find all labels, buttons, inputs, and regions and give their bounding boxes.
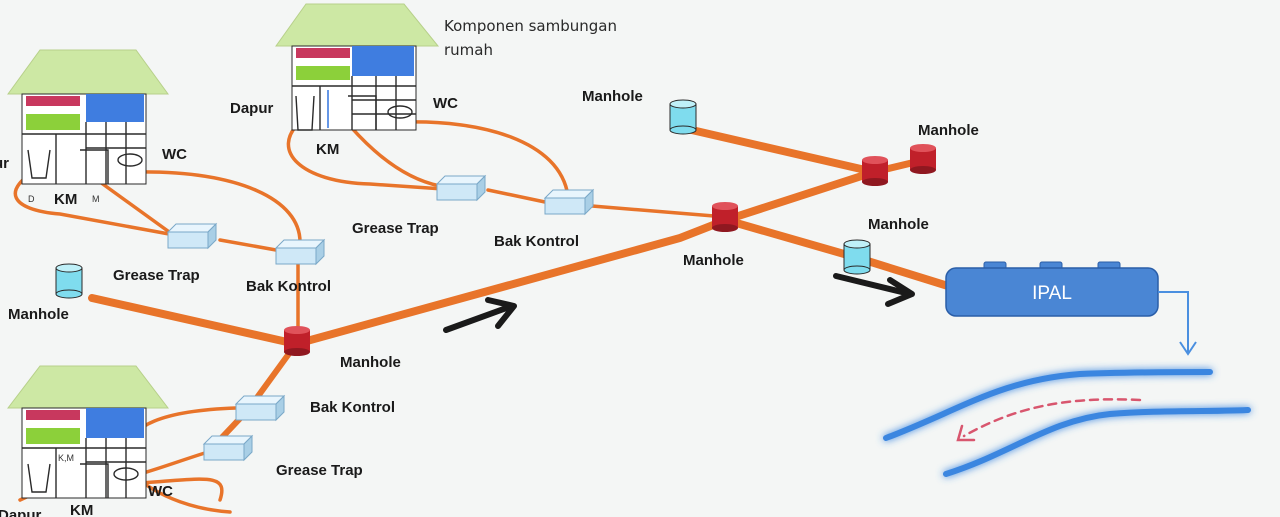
grease-trap-bottom-label: Grease Trap [276,462,363,479]
bak-kontrol-top [544,189,594,215]
bak-kontrol-top-label: Bak Kontrol [494,233,579,250]
pipe-center-to-right-junction [722,168,878,224]
bak-kontrol-bottom-label: Bak Kontrol [310,399,395,416]
pipe-manhole-left [88,294,300,348]
grease-trap-top-label: Grease Trap [352,220,439,237]
manhole-red-junction [862,156,888,186]
manhole-lower-label: Manhole [340,354,401,371]
house-bottom-wc-label: WC [148,483,173,500]
ipal-tank [945,261,1159,317]
house-left-km-label: KM [54,191,77,208]
manhole-red-left [284,326,310,356]
manhole-ipal-label: Manhole [868,216,929,233]
house-left-wc-label: WC [162,146,187,163]
bak-kontrol-bottom [235,395,285,421]
house-top-dapur-label: Dapur [230,100,274,117]
ipal-outflow-arrow [1158,291,1197,356]
house-top [275,3,440,131]
pipe-cyan-to-junction [679,124,878,176]
flow-arrow-center [443,297,517,333]
house-left-dapur-label: ur [0,155,9,172]
grease-trap-bottom [203,435,253,461]
pipe-trunk-main [292,216,730,348]
manhole-left-label: Manhole [8,306,69,323]
house-left-room-m: M [92,194,100,204]
manhole-red-center [712,202,738,232]
ipal-label: IPAL [1032,283,1072,304]
house-top-wc-label: WC [433,95,458,112]
manhole-cyan-right [843,239,871,275]
house-left-room-d: D [28,194,35,204]
grease-trap-left-label: Grease Trap [113,267,200,284]
manhole-cyan-top [669,99,697,135]
river-flow-arrow [956,398,1142,442]
house-top-km-label: KM [316,141,339,158]
house-connections [13,120,716,514]
river [883,369,1251,477]
house-left [7,49,169,185]
manhole-top-label: Manhole [582,88,643,105]
bak-kontrol-left [275,239,325,265]
main-pipes [88,124,952,451]
house-bottom-km-small: K,M [58,453,74,463]
manhole-red-right [910,144,936,174]
house-bottom [6,365,170,499]
flow-arrow-ipal [833,273,915,307]
komponen-label-line1: Komponen sambungan [444,17,617,35]
manhole-right-label: Manhole [918,122,979,139]
house-bottom-dapur-label: Dapur [0,507,42,517]
grease-trap-left [167,223,217,249]
bak-kontrol-left-label: Bak Kontrol [246,278,331,295]
manhole-center-label: Manhole [683,252,744,269]
manhole-cyan-left [55,263,83,299]
grease-trap-top [436,175,486,201]
komponen-label-line2: rumah [444,41,493,59]
house-bottom-km-label: KM [70,502,93,517]
